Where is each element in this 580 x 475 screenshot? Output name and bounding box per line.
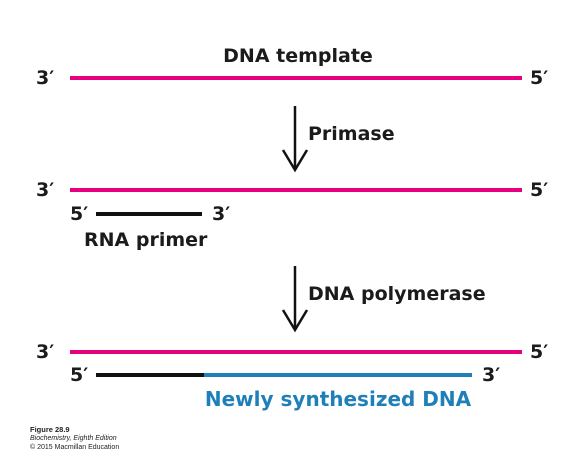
rna-primer-label: RNA primer — [84, 229, 208, 251]
stage3-template-right: 5′ — [530, 341, 548, 363]
primer-left-end: 5′ — [70, 203, 88, 225]
new-strand-right-end: 3′ — [482, 364, 500, 386]
stage1-right-end: 5′ — [530, 67, 548, 89]
book-title: Biochemistry, Eighth Edition — [30, 435, 117, 442]
stage1-left-end: 3′ — [36, 67, 54, 89]
stage3-template-left: 3′ — [36, 341, 54, 363]
down-arrow-2-head — [281, 309, 309, 333]
stage1-title: DNA template — [223, 45, 373, 67]
new-dna-label: Newly synthesized DNA — [205, 387, 472, 411]
copyright: © 2015 Macmillan Education — [30, 444, 120, 451]
figure-caption: Figure 28.9 Biochemistry, Eighth Edition… — [30, 425, 119, 452]
new-strand-left-end: 5′ — [70, 364, 88, 386]
step2-label: DNA polymerase — [308, 283, 486, 305]
stage2-template-right: 5′ — [530, 179, 548, 201]
step1-label: Primase — [308, 123, 395, 145]
stage2-template-left: 3′ — [36, 179, 54, 201]
primer-right-end: 3′ — [212, 203, 230, 225]
figure-number: Figure 28.9 — [30, 425, 70, 434]
down-arrow-1-head — [281, 149, 309, 173]
